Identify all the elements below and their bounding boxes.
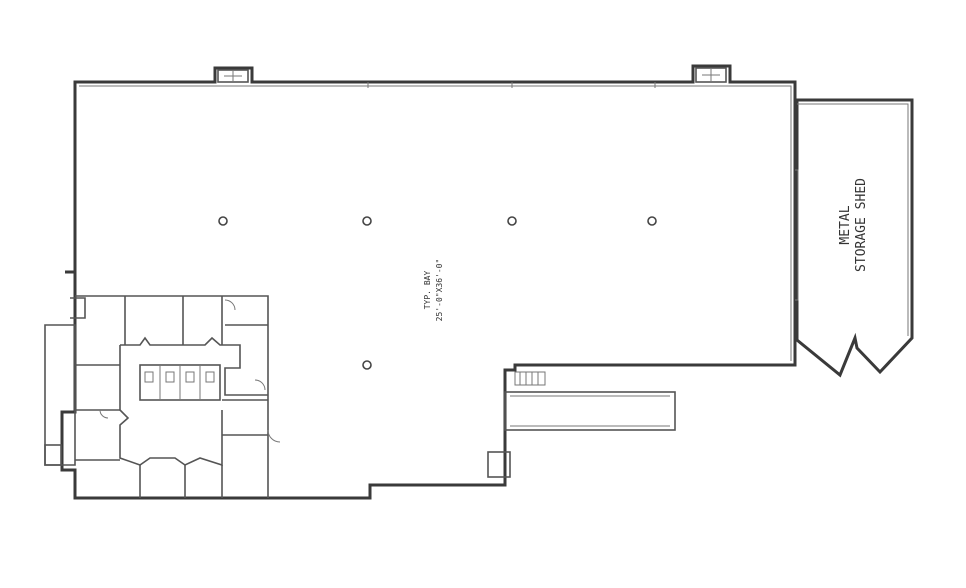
top-wall-ticks [367, 82, 656, 88]
storage-shed-wall [795, 98, 914, 378]
restroom-core [139, 364, 221, 401]
office-area-outline [75, 295, 269, 498]
bay-label-line1: TYP. BAY [423, 271, 432, 310]
column [362, 216, 372, 226]
bay-label-line2: 25'-0"X36'-0" [435, 259, 444, 322]
dock-door-right [695, 67, 727, 83]
structural-columns [218, 216, 657, 370]
door-swings [99, 299, 281, 443]
typical-bay-label: TYP. BAY 25'-0"X36'-0" [423, 259, 444, 322]
column [507, 216, 517, 226]
warehouse-outer-wall [60, 64, 797, 500]
office-entry-block [44, 324, 76, 466]
loading-platform [487, 371, 676, 478]
office-partitions [75, 296, 268, 498]
shed-door-line [795, 169, 799, 301]
shed-label-line1: METAL [838, 205, 853, 244]
column [647, 216, 657, 226]
warehouse-inner-wall [79, 85, 792, 361]
office-vestibule [44, 444, 62, 466]
storage-shed-label: METAL STORAGE SHED [838, 178, 869, 272]
shed-label-line2: STORAGE SHED [854, 178, 869, 272]
office-corridor [119, 336, 268, 467]
dock-door-left [217, 69, 249, 83]
office-small-room [70, 297, 86, 319]
column [362, 360, 372, 370]
column [218, 216, 228, 226]
storage-shed-inner [797, 103, 909, 336]
